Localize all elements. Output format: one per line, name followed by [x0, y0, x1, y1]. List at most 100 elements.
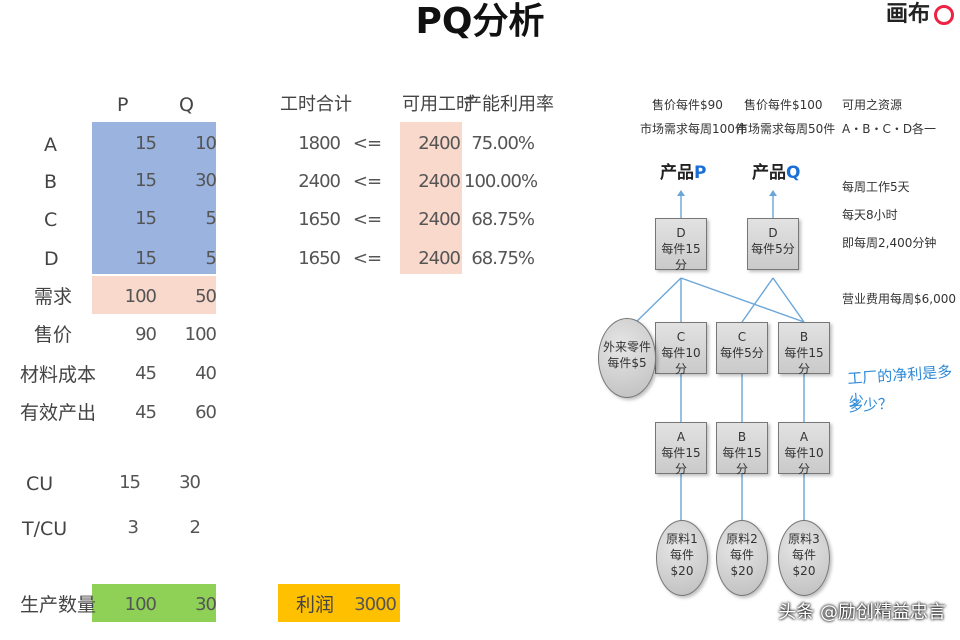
tcu-p: 3: [127, 517, 139, 538]
cu-label: CU: [26, 473, 54, 495]
purchased-part-cost: 每件$5: [607, 356, 647, 370]
resource-time: 每件15分: [661, 446, 701, 476]
material-cost: $20: [670, 564, 694, 578]
cell-q: 40: [195, 363, 217, 384]
tcu-q: 2: [189, 517, 201, 538]
resource-name: C: [737, 330, 747, 344]
arrow-up-icon: [769, 190, 777, 196]
row-label: A: [44, 134, 57, 156]
product-letter: Q: [786, 163, 801, 183]
avail-cell: 2400: [418, 171, 461, 192]
row-label: 需求: [34, 286, 73, 308]
material-cost: $20: [792, 564, 816, 578]
resource-box-b: B 每件15分: [716, 422, 768, 476]
avail-cell: 2400: [418, 209, 461, 230]
logo-icon: [934, 5, 954, 25]
cell-q: 50: [195, 286, 217, 307]
material-name: 原料2: [726, 532, 758, 546]
profit-value: 3000: [354, 594, 397, 615]
cu-q: 30: [179, 472, 201, 493]
resources-title: 可用之资源: [842, 98, 903, 112]
resource-name: A: [799, 430, 809, 444]
op-cell: <=: [352, 133, 382, 154]
material-unit: 每件: [729, 548, 754, 562]
purchased-part-node: 外来零件 每件$5: [598, 318, 656, 398]
row-label: 材料成本: [20, 364, 97, 386]
raw-material-node: 原料2 每件 $20: [716, 520, 768, 596]
row-label: 有效产出: [20, 402, 97, 424]
product-p-price: 售价每件$90: [652, 98, 723, 112]
pq-time-block: [92, 122, 216, 274]
material-cost: $20: [730, 564, 754, 578]
arrow-up-icon: [677, 190, 685, 196]
work-hours: 每天8小时: [842, 208, 898, 222]
resource-name: B: [799, 330, 809, 344]
product-q-label: 产品Q: [752, 158, 800, 183]
logo-text: 画布: [885, 2, 930, 27]
util-cell: 68.75%: [471, 248, 535, 269]
resource-box-a: A 每件10分: [778, 422, 830, 476]
header-utilization: 产能利用率: [464, 94, 554, 115]
work-minutes: 即每周2,400分钟: [842, 236, 937, 250]
col-header-p: P: [117, 94, 129, 116]
resource-name: B: [737, 430, 747, 444]
resource-time: 每件10分: [661, 346, 701, 376]
resource-time: 每件15分: [722, 446, 762, 476]
resource-time: 每件5分: [751, 242, 795, 256]
row-label: D: [44, 248, 59, 270]
production-q: 30: [195, 594, 217, 615]
op-cell: <=: [352, 171, 382, 192]
cell-q: 10: [195, 133, 217, 154]
util-cell: 75.00%: [471, 133, 535, 154]
tcu-label: T/CU: [22, 518, 68, 540]
op-cell: <=: [352, 248, 382, 269]
product-p-label: 产品P: [660, 158, 706, 183]
product-q-demand: 市场需求每周50件: [736, 122, 836, 136]
profit-label: 利润: [296, 594, 335, 616]
cell-p: 15: [135, 133, 157, 154]
resource-time: 每件10分: [784, 446, 824, 476]
product-p-demand: 市场需求每周100件: [640, 122, 747, 136]
available-hours-block: [400, 122, 462, 274]
row-label: C: [44, 209, 58, 231]
header-available-hours: 可用工时: [402, 94, 474, 115]
demand-block: [92, 276, 216, 314]
cell-q: 5: [205, 208, 217, 229]
raw-material-node: 原料1 每件 $20: [656, 520, 708, 596]
hours-cell: 1650: [298, 209, 341, 230]
cell-p: 45: [135, 363, 157, 384]
purchased-part-name: 外来零件: [602, 340, 651, 354]
util-cell: 100.00%: [464, 171, 538, 192]
cell-q: 30: [195, 170, 217, 191]
cell-p: 15: [135, 170, 157, 191]
resource-time: 每件15分: [661, 242, 701, 272]
cell-q: 60: [195, 402, 217, 423]
material-unit: 每件: [669, 548, 694, 562]
hours-cell: 2400: [298, 171, 341, 192]
cell-p: 15: [135, 248, 157, 269]
question-line-2: 多少？: [847, 394, 894, 416]
material-name: 原料3: [788, 532, 820, 546]
logo: 画布: [886, 0, 954, 28]
watermark: 头条 @励创精益忠言: [778, 602, 946, 623]
row-label: 售价: [34, 324, 73, 346]
row-label: B: [44, 171, 58, 193]
product-prefix: 产品: [660, 163, 694, 183]
resources-list: A・B・C・D各一: [842, 122, 937, 136]
page-title: PQ分析: [415, 1, 545, 42]
cell-p: 90: [135, 324, 157, 345]
avail-cell: 2400: [418, 248, 461, 269]
work-days: 每周工作5天: [842, 180, 910, 194]
production-p: 100: [124, 594, 157, 615]
production-label: 生产数量: [20, 594, 97, 616]
cell-q: 5: [205, 248, 217, 269]
cell-q: 100: [184, 324, 217, 345]
production-block: [92, 584, 216, 622]
